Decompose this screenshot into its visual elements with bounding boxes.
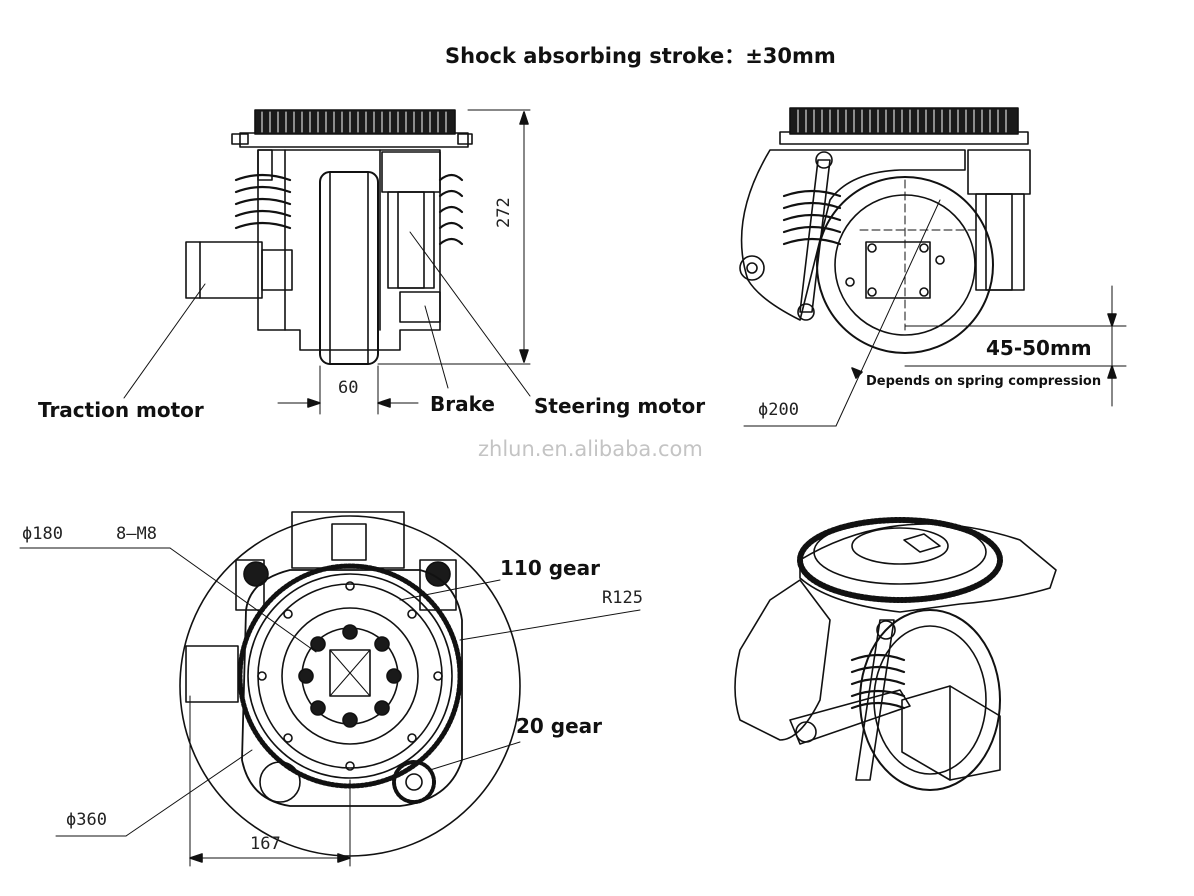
dim-diameter-200: ϕ200: [758, 400, 799, 420]
dim-45-50mm: 45-50mm: [986, 336, 1092, 360]
traction-motor-label: Traction motor: [38, 398, 204, 422]
side-view-drawing: [123, 109, 531, 415]
dim-diameter-360: ϕ360: [66, 810, 107, 830]
watermark: zhlun.en.alibaba.com: [478, 437, 703, 461]
steering-motor-label: Steering motor: [534, 394, 706, 418]
dim-offset-167: 167: [250, 834, 281, 854]
spring-compression-note: Depends on spring compression: [866, 374, 1102, 389]
dim-radius-125: R125: [602, 588, 643, 608]
dim-width-60: 60: [338, 378, 359, 398]
gear-110-label: 110 gear: [500, 556, 600, 580]
gear-20-label: 20 gear: [516, 714, 603, 738]
brake-label: Brake: [430, 392, 495, 416]
top-view-drawing: [19, 511, 641, 867]
dim-height-272: 272: [494, 197, 514, 228]
isometric-view-drawing: [734, 517, 1057, 791]
dim-bolts-8-m8: 8—M8: [116, 524, 157, 544]
front-view-drawing: [739, 107, 1127, 427]
drawing-title: Shock absorbing stroke：±30mm: [445, 44, 836, 68]
dim-diameter-180: ϕ180: [22, 524, 63, 544]
